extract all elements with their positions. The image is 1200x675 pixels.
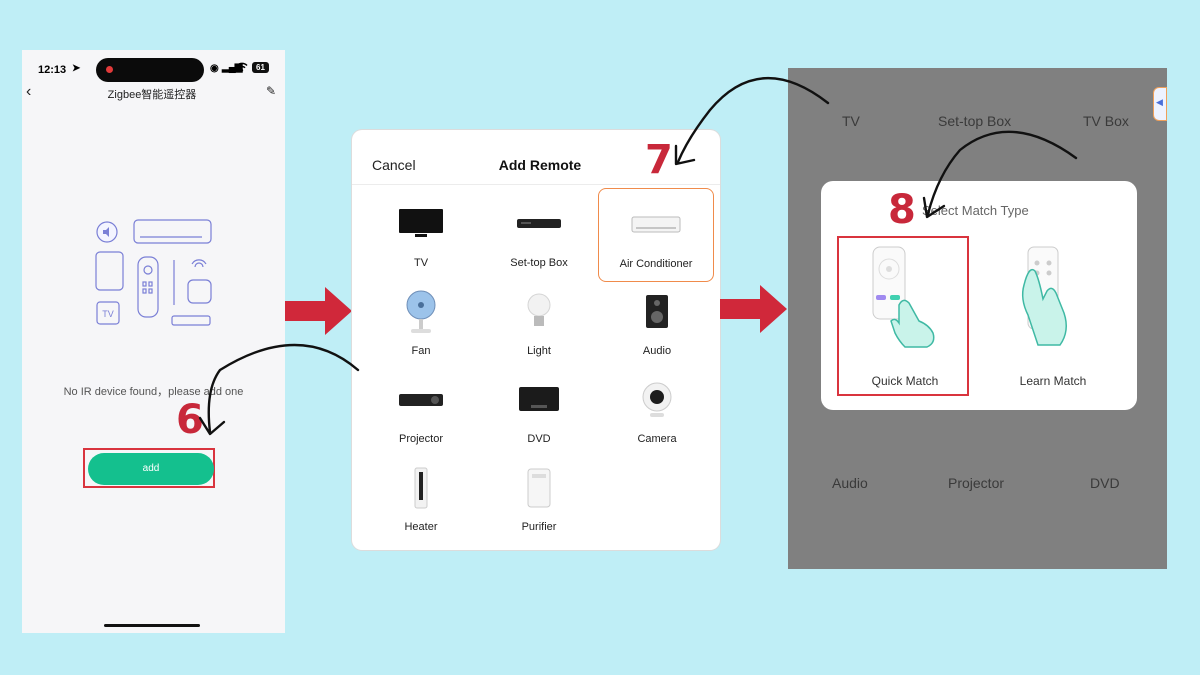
bg-label-tv-box: TV Box (1083, 113, 1129, 129)
devices-illustration-icon: TV (95, 219, 212, 326)
home-indicator (104, 624, 200, 627)
empty-state-note: No IR device found，please add one (63, 386, 244, 398)
device-label: DVD (527, 433, 551, 445)
projector-icon (399, 394, 443, 406)
learn-match-label[interactable]: Learn Match (1019, 374, 1087, 388)
side-collapse-tab[interactable]: ◀ (1153, 87, 1167, 121)
device-air-conditioner[interactable]: Air Conditioner (598, 188, 714, 282)
add-remote-panel: Cancel Add Remote TV Set-top Box Air Con… (352, 130, 720, 550)
device-label: Projector (398, 433, 444, 445)
curved-arrow-7 (676, 76, 830, 164)
device-camera[interactable]: Camera (602, 372, 712, 460)
speaker-icon (646, 295, 668, 328)
device-label: Set-top Box (510, 257, 568, 269)
device-heater[interactable]: Heater (366, 460, 476, 548)
device-set-top-box[interactable]: Set-top Box (484, 196, 594, 284)
cancel-button[interactable]: Cancel (372, 157, 416, 173)
signal-icon: ▂▄▆ (222, 62, 242, 73)
dialog-title: Select Match Type (922, 203, 1029, 218)
step-8-number: 8 (888, 187, 916, 233)
bg-label-projector: Projector (948, 475, 1005, 491)
dynamic-island (96, 58, 204, 82)
quick-match-label: Quick Match (871, 374, 939, 388)
device-fan[interactable]: Fan (366, 284, 476, 372)
tv-badge: TV (102, 309, 114, 319)
bg-label-dvd: DVD (1090, 475, 1120, 491)
device-dvd[interactable]: DVD (484, 372, 594, 460)
purifier-icon (527, 468, 551, 508)
location-icon: ➤ (72, 63, 81, 74)
device-projector[interactable]: Projector (366, 372, 476, 460)
step-7-number: 7 (645, 137, 673, 183)
device-label: Fan (411, 345, 431, 357)
device-label: Heater (404, 521, 438, 533)
dvd-icon (519, 387, 559, 411)
edit-icon[interactable]: ✎ (266, 84, 277, 98)
status-time: 12:13 (38, 64, 67, 76)
record-icon: ◉ (210, 63, 219, 74)
tv-icon (399, 209, 443, 237)
device-label: Air Conditioner (619, 258, 693, 270)
highlight-frame (83, 448, 215, 488)
battery-icon: 61 (252, 62, 269, 73)
device-label: Audio (642, 345, 672, 357)
back-icon[interactable]: ‹ (26, 83, 32, 100)
device-audio[interactable]: Audio (602, 284, 712, 372)
curved-arrow-6 (207, 343, 360, 434)
wifi-icon (236, 62, 248, 75)
add-remote-header: Cancel Add Remote (352, 130, 720, 185)
device-label: TV (413, 257, 429, 269)
learn-match-remote-icon (1021, 246, 1067, 346)
next-arrow-icon (720, 285, 787, 333)
heater-icon (414, 467, 428, 509)
page-title: Zigbee智能遥控器 (107, 89, 197, 101)
bg-label-tv: TV (842, 113, 860, 129)
bg-label-set-top-box: Set-top Box (938, 113, 1012, 129)
phone-screen: 12:13 ➤ ◉ ▂▄▆ 61 ‹ Zigbee智能遥控器 ✎ T (22, 50, 285, 633)
set-top-box-icon (517, 219, 561, 228)
step-6-number: 6 (176, 397, 204, 443)
light-bulb-icon (527, 293, 551, 326)
quick-match-remote-icon (872, 246, 935, 348)
device-label: Camera (637, 433, 677, 445)
device-tv[interactable]: TV (366, 196, 476, 284)
next-arrow-icon (285, 287, 352, 335)
add-remote-title: Add Remote (498, 157, 582, 173)
add-button[interactable]: add (88, 453, 214, 485)
device-label: Purifier (521, 521, 557, 533)
device-light[interactable]: Light (484, 284, 594, 372)
air-conditioner-icon (631, 216, 681, 233)
quick-match-option[interactable] (837, 236, 969, 396)
status-bar: 12:13 ➤ ◉ ▂▄▆ 61 (22, 50, 285, 86)
camera-icon (642, 382, 672, 417)
bg-label-audio: Audio (832, 475, 868, 491)
curved-arrow-8 (926, 130, 1078, 216)
fan-icon (406, 290, 436, 333)
device-purifier[interactable]: Purifier (484, 460, 594, 548)
device-label: Light (527, 345, 551, 357)
